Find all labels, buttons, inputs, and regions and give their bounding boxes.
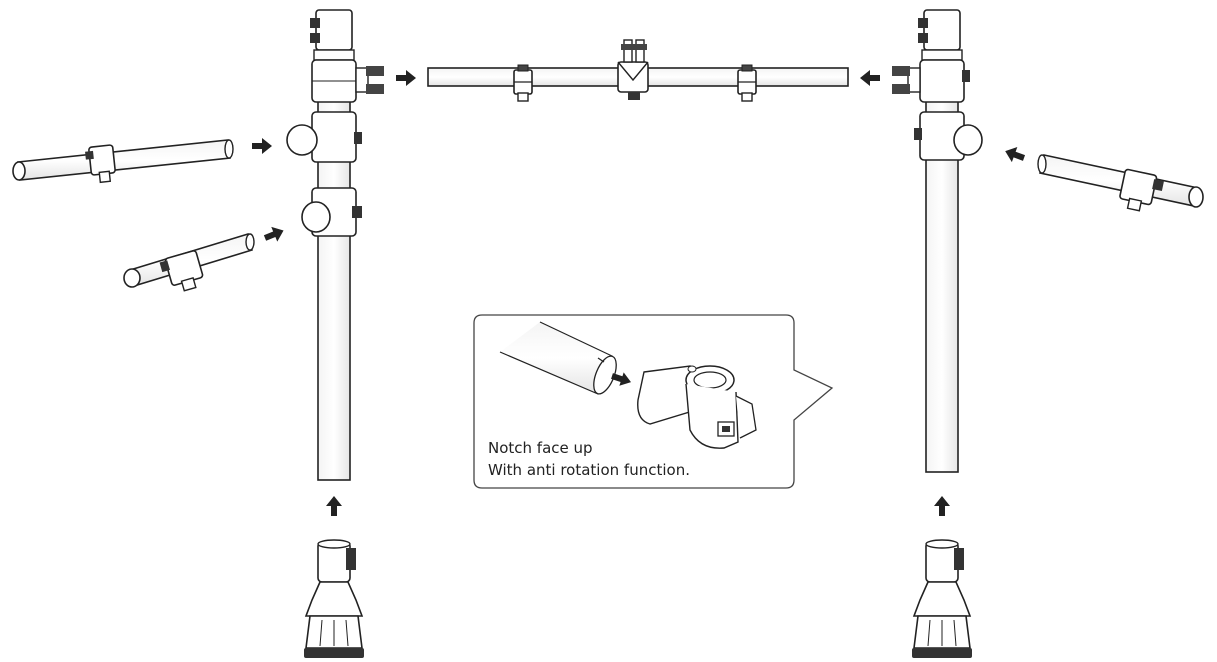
arrow-left-icon (1002, 143, 1027, 166)
left-upper-arm (12, 139, 234, 184)
right-arm (1037, 154, 1204, 212)
left-top-clamp (310, 9, 355, 61)
left-lower-arm (123, 232, 255, 292)
left-upper-t-clamp (311, 59, 384, 103)
callout-text-line-2: With anti rotation function. (488, 461, 690, 479)
right-base-foot (912, 539, 972, 658)
callout-tube (499, 321, 617, 395)
crossbar-clamp-center (617, 39, 649, 100)
left-upright-post (286, 9, 384, 481)
callout-clamp (637, 365, 757, 449)
arrow-right-icon (396, 70, 416, 86)
arrow-right-icon (611, 372, 632, 386)
crossbar-clamp-right (737, 64, 757, 102)
arrow-up-icon (934, 496, 950, 516)
left-middle-clamp (286, 111, 362, 163)
crossbar-clamp-left (513, 64, 533, 102)
right-upright-post (892, 9, 983, 473)
arrow-up-icon (326, 496, 342, 516)
left-base-foot (304, 539, 364, 658)
right-middle-clamp (914, 111, 983, 161)
callout-text-line-1: Notch face up (488, 439, 593, 457)
arrow-left-icon (860, 70, 880, 86)
right-upper-t-clamp (892, 59, 970, 103)
arrow-right-icon (252, 138, 272, 154)
left-lower-clamp (301, 187, 362, 237)
top-crossbar (427, 39, 849, 102)
detail-callout (473, 314, 834, 489)
right-top-clamp (918, 9, 963, 61)
arrow-right-icon (262, 223, 287, 246)
